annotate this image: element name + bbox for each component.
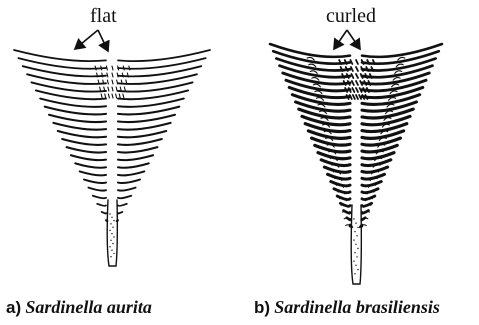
- caption-panel-b: b) Sardinella brasiliensis: [254, 297, 440, 318]
- annotation-curled: curled: [326, 6, 376, 26]
- flat-arrow-left: [75, 30, 98, 49]
- curled-arrow-left: [334, 30, 347, 49]
- caption-panel-a: a) Sardinella aurita: [6, 297, 152, 318]
- caption-b-species: Sardinella brasiliensis: [274, 297, 440, 317]
- caption-a-letter: a): [6, 298, 21, 317]
- curled-arrow-right: [347, 30, 360, 49]
- caption-b-letter: b): [254, 298, 270, 317]
- caption-a-species: Sardinella aurita: [25, 297, 152, 317]
- panel-a-gill-raker-drawing: [14, 50, 210, 266]
- annotation-flat: flat: [90, 6, 117, 26]
- panel-b-gill-raker-drawing: [270, 44, 442, 284]
- flat-arrow-right: [98, 30, 108, 51]
